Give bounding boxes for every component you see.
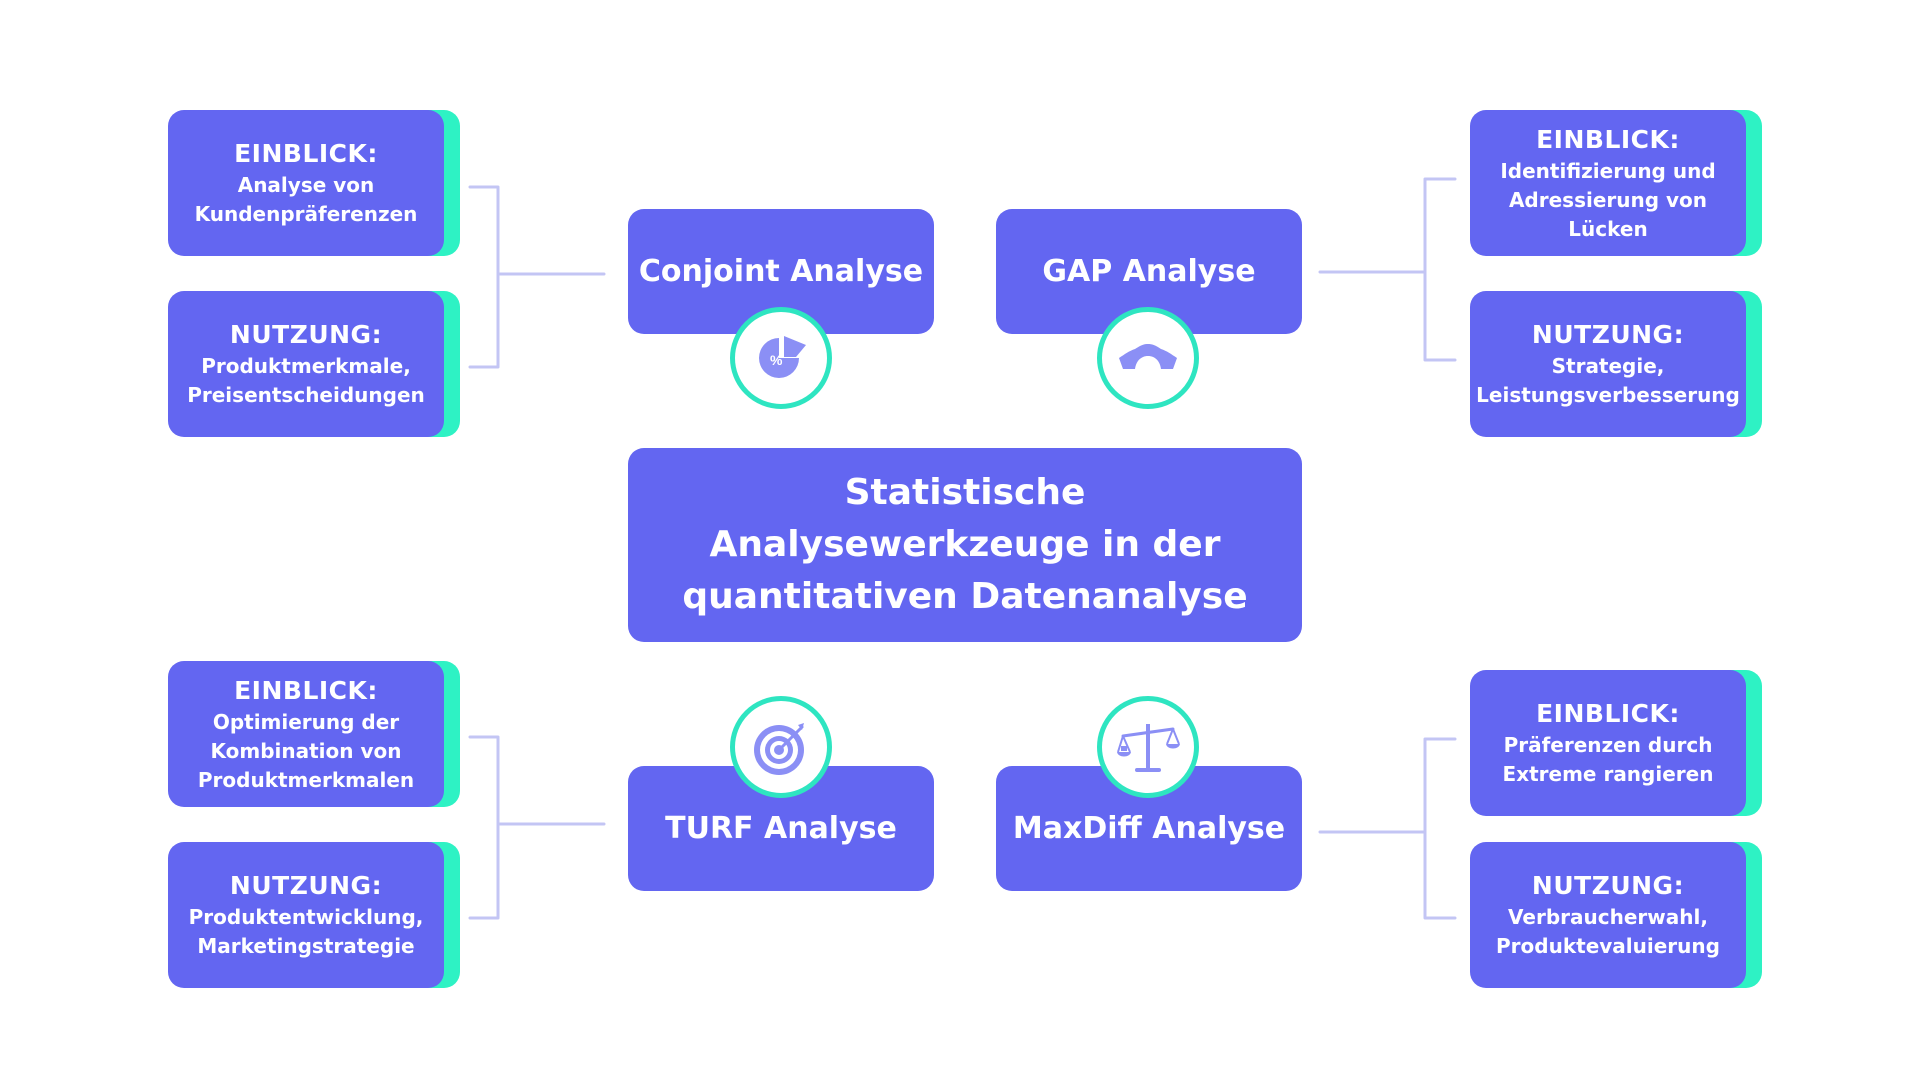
gap-insight-box: EINBLICK: Identifizierung und Adressieru… <box>1470 110 1746 256</box>
bridge-icon <box>1097 307 1199 409</box>
conjoint-method-label: Conjoint Analyse <box>638 254 924 289</box>
maxdiff-usage-box: NUTZUNG: Verbraucherwahl, Produktevaluie… <box>1470 842 1746 988</box>
turf-usage-box: NUTZUNG: Produktentwicklung, Marketingst… <box>168 842 444 988</box>
conjoint-usage-text: Produktmerkmale, Preisentscheidungen <box>187 354 425 407</box>
turf-insight-box: EINBLICK: Optimierung der Kombination vo… <box>168 661 444 807</box>
gap-insight-text: Identifizierung und Adressierung von Lüc… <box>1500 158 1716 241</box>
maxdiff-insight-heading: EINBLICK: <box>1536 699 1680 728</box>
maxdiff-usage-text: Verbraucherwahl, Produktevaluierung <box>1496 905 1720 958</box>
turf-insight-text: Optimierung der Kombination von Produktm… <box>197 709 415 792</box>
gap-usage-heading: NUTZUNG: <box>1531 320 1685 349</box>
gap-insight-heading: EINBLICK: <box>1536 124 1680 154</box>
connector-maxdiff <box>1318 737 1457 920</box>
maxdiff-insight-box: EINBLICK: Präferenzen durch Extreme rang… <box>1470 670 1746 816</box>
maxdiff-usage-heading: NUTZUNG: <box>1531 871 1685 900</box>
balance-scale-icon <box>1097 696 1199 798</box>
connector-turf <box>468 735 606 920</box>
gap-usage-text: Strategie, Leistungsverbesserung <box>1476 354 1740 407</box>
turf-usage-text: Produktentwicklung, Marketingstrategie <box>188 905 424 958</box>
gap-usage-box: NUTZUNG: Strategie, Leistungsverbesserun… <box>1470 291 1746 437</box>
target-icon <box>730 696 832 798</box>
gap-method-label: GAP Analyse <box>1042 254 1256 289</box>
maxdiff-insight-text: Präferenzen durch Extreme rangieren <box>1502 733 1714 786</box>
conjoint-usage-heading: NUTZUNG: <box>229 320 383 349</box>
turf-method-label: TURF Analyse <box>665 811 897 846</box>
turf-usage-heading: NUTZUNG: <box>229 871 383 900</box>
conjoint-usage-box: NUTZUNG: Produktmerkmale, Preisentscheid… <box>168 291 444 437</box>
turf-insight-heading: EINBLICK: <box>234 675 378 705</box>
svg-text:%: % <box>770 352 783 368</box>
conjoint-insight-heading: EINBLICK: <box>234 139 378 168</box>
center-title-box: Statistische Analysewerkzeuge in der qua… <box>628 448 1302 642</box>
conjoint-insight-text: Analyse von Kundenpräferenzen <box>194 173 418 226</box>
pie-chart-percent-icon: % <box>730 307 832 409</box>
conjoint-insight-box: EINBLICK: Analyse von Kundenpräferenzen <box>168 110 444 256</box>
connector-conjoint <box>468 185 606 369</box>
maxdiff-method-label: MaxDiff Analyse <box>1012 811 1286 846</box>
center-title: Statistische Analysewerkzeuge in der qua… <box>682 472 1248 617</box>
connector-gap <box>1318 177 1457 362</box>
